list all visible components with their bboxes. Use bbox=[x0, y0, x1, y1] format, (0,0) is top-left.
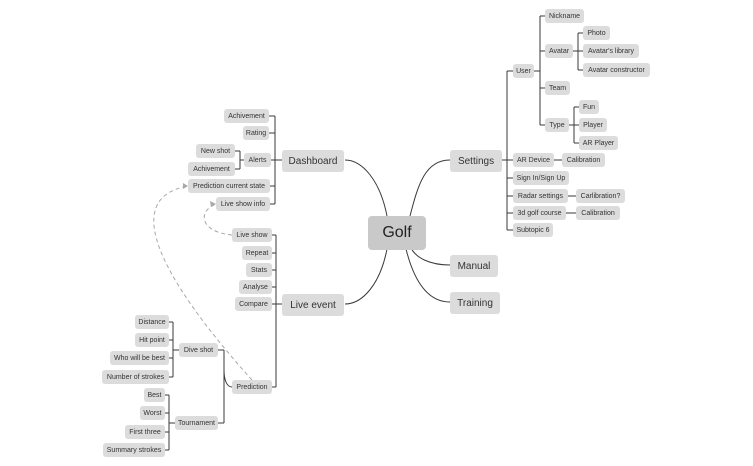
edge-live-event-bracket bbox=[275, 235, 282, 387]
node-first-three[interactable]: First three bbox=[125, 425, 165, 439]
edge-dashboard-bracket bbox=[274, 116, 282, 204]
node-subtopic-6[interactable]: Subtopic 6 bbox=[513, 223, 553, 237]
node-player[interactable]: Player bbox=[579, 118, 607, 132]
node-calibration-2[interactable]: Calibration bbox=[576, 206, 620, 220]
node-ar-device[interactable]: AR Device bbox=[513, 153, 554, 167]
node-dive-shot[interactable]: Dive shot bbox=[179, 343, 218, 357]
node-ar-player[interactable]: AR Player bbox=[579, 136, 618, 150]
node-fun[interactable]: Fun bbox=[579, 100, 599, 114]
branch-settings[interactable]: Settings bbox=[450, 150, 502, 172]
edge-root-settings bbox=[409, 159, 451, 217]
node-avatar-constructor[interactable]: Avatar constructor bbox=[583, 63, 650, 77]
branch-dashboard[interactable]: Dashboard bbox=[282, 150, 344, 172]
dashed-link-live-show bbox=[203, 204, 233, 236]
node-nickname[interactable]: Nickname bbox=[545, 9, 584, 23]
edge-root-live-event bbox=[344, 248, 388, 305]
branch-manual[interactable]: Manual bbox=[450, 255, 498, 277]
node-best[interactable]: Best bbox=[144, 388, 165, 402]
node-new-shot[interactable]: New shot bbox=[196, 144, 235, 158]
node-avatars-library[interactable]: Avatar's library bbox=[583, 44, 639, 58]
edge-root-dashboard bbox=[344, 159, 388, 217]
node-who-will-be-best[interactable]: Who will be best bbox=[110, 351, 169, 365]
node-hit-point[interactable]: Hit point bbox=[135, 333, 169, 347]
root-node-golf[interactable]: Golf bbox=[368, 216, 426, 250]
node-prediction-current-state[interactable]: Prediction current state bbox=[188, 179, 270, 193]
node-user[interactable]: User bbox=[513, 64, 534, 78]
node-calibration[interactable]: Calibration bbox=[562, 153, 605, 167]
node-achivement-2[interactable]: Achivement bbox=[188, 162, 235, 176]
node-team[interactable]: Team bbox=[545, 81, 570, 95]
node-3d-golf-course[interactable]: 3d golf course bbox=[513, 206, 566, 220]
node-rating[interactable]: Rating bbox=[243, 126, 269, 140]
node-number-of-strokes[interactable]: Number of strokes bbox=[102, 370, 169, 384]
node-repeat[interactable]: Repeat bbox=[242, 246, 272, 260]
branch-live-event[interactable]: Live event bbox=[282, 294, 344, 316]
node-summary-strokes[interactable]: Summary strokes bbox=[103, 443, 165, 457]
node-avatar[interactable]: Avatar bbox=[545, 44, 573, 58]
node-analyse[interactable]: Analyse bbox=[239, 280, 272, 294]
node-radar-settings[interactable]: Radar settings bbox=[513, 189, 568, 203]
node-worst[interactable]: Worst bbox=[140, 406, 165, 420]
node-type[interactable]: Type bbox=[545, 118, 569, 132]
node-alerts[interactable]: Alerts bbox=[244, 153, 271, 167]
node-distance[interactable]: Distance bbox=[135, 315, 169, 329]
branch-training[interactable]: Training bbox=[450, 292, 500, 314]
node-live-show-info[interactable]: Live show info bbox=[216, 197, 270, 211]
node-photo[interactable]: Photo bbox=[583, 26, 610, 40]
dashed-link-prediction bbox=[153, 185, 253, 381]
node-tournament[interactable]: Tournament bbox=[175, 416, 218, 430]
node-achivement[interactable]: Achivement bbox=[224, 109, 269, 123]
node-live-show[interactable]: Live show bbox=[232, 228, 272, 242]
edge-root-training bbox=[405, 248, 451, 303]
node-compare[interactable]: Compare bbox=[235, 297, 272, 311]
node-prediction[interactable]: Prediction bbox=[232, 380, 272, 394]
node-sign-in[interactable]: Sign In/Sign Up bbox=[513, 171, 569, 185]
node-calibration-question[interactable]: Carlibration? bbox=[576, 189, 625, 203]
node-stats[interactable]: Stats bbox=[246, 263, 272, 277]
